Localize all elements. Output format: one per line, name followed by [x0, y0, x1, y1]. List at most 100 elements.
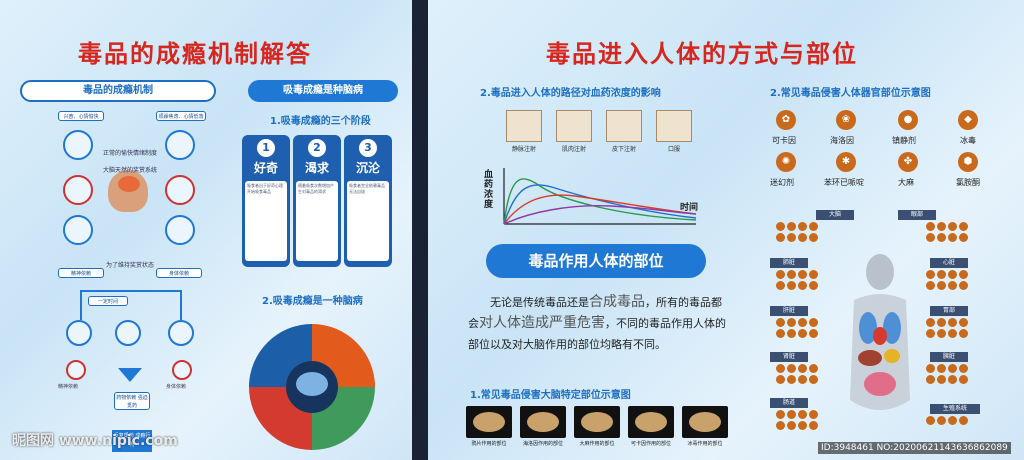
- organ-tag-pancreas: 胰脏: [930, 352, 968, 362]
- intestines: [864, 372, 896, 396]
- stage-num: 1: [257, 139, 275, 157]
- organ-dots-liver: [776, 318, 818, 338]
- heroin-icon: ❀: [836, 110, 856, 130]
- human-body-figure: [850, 254, 910, 410]
- organ-tag-eye: 眼部: [898, 210, 936, 220]
- meth-icon: ◆: [958, 110, 978, 130]
- brain-disease-diagram: [236, 322, 388, 452]
- drug-label: 海洛因: [830, 136, 854, 145]
- action-paragraph: 无论是传统毒品还是合成毒品，所有的毒品都会对人体造成严重危害，不同的毒品作用人体…: [468, 292, 728, 355]
- organ-dots-pancreas: [926, 364, 968, 384]
- drug-label: 大麻: [898, 178, 914, 187]
- flow-brain-text: 大脑天然的奖赏系统: [102, 167, 157, 174]
- organ-dots-intestine: [776, 410, 818, 430]
- stage-text: 吸食者出于好奇心理开始吸食毒品: [245, 181, 287, 261]
- brain-label: 大麻作用的部位: [579, 441, 615, 447]
- pcp-icon: ✱: [836, 152, 856, 172]
- mechanism-title: 毒品的成瘾机制: [20, 80, 216, 102]
- neuron-circle-6: [165, 215, 195, 245]
- concentration-curves: [503, 168, 697, 225]
- lung-left: [859, 312, 877, 344]
- flow-connector: [80, 290, 180, 292]
- flow-circle-c: [168, 320, 194, 346]
- panel-divider: [412, 0, 428, 460]
- organ-dots-stomach: [926, 318, 968, 338]
- flow-top-left: 兴奋、心情愉快: [58, 111, 104, 121]
- route-image-sc: [606, 110, 642, 142]
- organ-dots-brain: [776, 222, 818, 242]
- stage-card-1: 1 好奇 吸食者出于好奇心理开始吸食毒品: [242, 135, 290, 267]
- brain-thumb-3: [574, 406, 620, 438]
- route-title: 2.毒品进入人体的路径对血药浓度的影响: [480, 88, 661, 99]
- brain-thumb-2: [520, 406, 566, 438]
- heart: [873, 327, 887, 345]
- stage-text: 吸食者完全依赖毒品无法自拔: [347, 181, 389, 261]
- brain-label: 鸦片作用的部位: [471, 441, 507, 447]
- curve-oral: [503, 204, 697, 225]
- brain-title: 1.常见毒品侵害大脑特定部位示意图: [470, 390, 631, 401]
- body-head: [866, 254, 894, 290]
- organ-tag-liver: 肝脏: [770, 306, 808, 316]
- para-part-c: ，不同的毒品作用人体的部位以及对大脑作用的部位均略有不同。: [468, 317, 726, 351]
- liver: [858, 350, 882, 366]
- route-label: 肌肉注射: [561, 146, 586, 153]
- organ-tag-reproductive: 生殖系统: [930, 404, 980, 414]
- drug-label: 苯环已哌啶: [824, 178, 864, 187]
- stage-name: 渴求: [304, 161, 329, 175]
- route-image-im: [556, 110, 592, 142]
- flow-line-left: [80, 290, 82, 320]
- route-label: 静脉注射: [511, 146, 536, 153]
- route-label: 皮下注射: [611, 146, 636, 153]
- flow-node-right: 身体依赖: [156, 268, 202, 278]
- drug-label: 氯胺酮: [956, 178, 980, 187]
- stage-card-2: 2 渴求 随着吸食次数增加产生对毒品的渴求: [293, 135, 341, 267]
- down-arrow-icon: [118, 368, 142, 382]
- para-highlight-1: 合成毒品: [589, 294, 645, 310]
- organ-tag-lung: 肺脏: [770, 258, 808, 268]
- organ-tag-stomach: 胃部: [930, 306, 968, 316]
- flow-top-right: 烦躁焦虑、心情低落: [156, 111, 206, 121]
- flow-final: 反复觅药 成瘾行为: [112, 430, 152, 452]
- brain-thumb-4: [628, 406, 674, 438]
- drug-label: 可卡因: [772, 136, 796, 145]
- neuron-circle-3: [63, 175, 93, 205]
- route-image-oral: [656, 110, 692, 142]
- sedative-icon: ●: [898, 110, 918, 130]
- organ-dots-kidney: [776, 364, 818, 384]
- organ-title: 2.常见毒品侵害人体器官部位示意图: [770, 88, 931, 99]
- route-label: 口服: [667, 146, 680, 153]
- brain-label: 可卡因作用的部位: [630, 441, 671, 447]
- brain-scan-icon: [296, 372, 328, 396]
- brain-thumb-5: [682, 406, 728, 438]
- brain-icon: [118, 176, 140, 192]
- organ-tag-heart: 心脏: [930, 258, 968, 268]
- stomach: [884, 349, 900, 363]
- curve-iv: [503, 178, 697, 225]
- organ-tag-brain: 大脑: [816, 210, 854, 220]
- stage-num: 2: [308, 139, 326, 157]
- flow-bottom-right: 身体依赖: [166, 384, 187, 390]
- organ-dots-lung: [776, 270, 818, 290]
- para-highlight-2: 对人体造成严重危害: [479, 315, 605, 331]
- neuron-circle-4: [165, 175, 195, 205]
- organ-dots-eye: [926, 222, 968, 242]
- stages-title: 1.吸毒成瘾的三个阶段: [270, 116, 371, 127]
- para-part-a: 无论是传统毒品还是: [490, 296, 589, 309]
- disease-title: 吸毒成瘾是种脑病: [248, 80, 398, 102]
- flow-mid-text: 正常的愉快情绪制度: [102, 150, 157, 157]
- stage-text: 随着吸食次数增加产生对毒品的渴求: [296, 181, 338, 261]
- stage-name: 好奇: [253, 161, 278, 175]
- watermark-site: 昵图网 www.nipic.com: [12, 433, 178, 449]
- neuron-circle-1: [63, 130, 93, 160]
- right-title: 毒品进入人体的方式与部位: [546, 40, 858, 68]
- ketamine-icon: ⬢: [958, 152, 978, 172]
- neuron-circle-2: [165, 130, 195, 160]
- stage-card-3: 3 沉沦 吸食者完全依赖毒品无法自拔: [344, 135, 392, 267]
- organ-tag-kidney: 肾脏: [770, 352, 808, 362]
- cannabis-icon: ✤: [898, 152, 918, 172]
- flow-circle-a: [66, 320, 92, 346]
- flow-node-mid: 一定时间: [88, 296, 128, 306]
- cocaine-icon: ✿: [776, 110, 796, 130]
- flow-end-box: 药物依赖 强迫觅药: [114, 392, 150, 410]
- brain-disease-title: 2.吸毒成瘾是一种脑病: [262, 296, 363, 307]
